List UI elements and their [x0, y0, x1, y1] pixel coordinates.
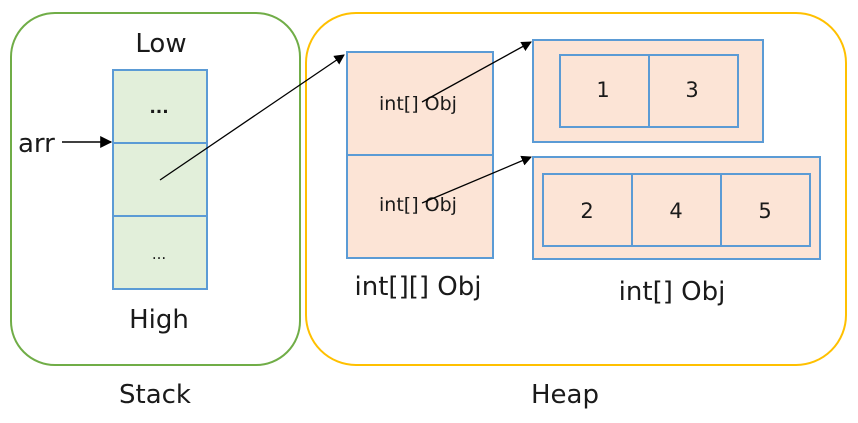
stack-slot-3-text: ...	[152, 245, 166, 263]
stack-slot-1-text: ...	[149, 98, 168, 118]
inner-array-2-value-1: 2	[580, 199, 593, 223]
stack-bottom-label: High	[129, 305, 189, 335]
inner-array-1-value-1: 1	[596, 78, 609, 102]
outer-array-cell-2	[346, 154, 494, 259]
stack-label: Stack	[119, 380, 191, 410]
reference-arrow-stack-to-heap	[159, 54, 345, 181]
heap-label: Heap	[531, 380, 599, 410]
inner-array-2-value-2: 4	[669, 199, 682, 223]
stack-region	[10, 12, 301, 366]
stack-frame: ... ...	[112, 69, 208, 290]
inner-array-1-cell-2	[648, 54, 739, 128]
outer-array-object: int[] Obj int[] Obj	[346, 51, 494, 259]
inner-array-2-cell-2	[631, 173, 722, 247]
outer-array-cell-2-text: int[] Obj	[379, 194, 457, 216]
outer-array-cell-1	[346, 51, 494, 156]
reference-arrow-cell2-to-array2	[421, 155, 532, 204]
inner-array-2-value-3: 5	[758, 199, 771, 223]
outer-array-label: int[][] Obj	[355, 272, 482, 302]
outer-array-cell-1-text: int[] Obj	[379, 93, 457, 115]
inner-array-1-value-2: 3	[685, 78, 698, 102]
stack-top-label: Low	[135, 29, 186, 59]
heap-region	[305, 12, 847, 366]
reference-arrow-cell1-to-array1	[421, 41, 532, 103]
inner-array-2-cell-3	[720, 173, 811, 247]
inner-arrays-label: int[] Obj	[619, 277, 726, 307]
stack-slot-3	[112, 215, 208, 290]
inner-array-object-1: 1 3	[532, 39, 764, 143]
arr-variable-label: arr	[18, 129, 55, 159]
inner-array-object-2: 2 4 5	[532, 156, 821, 260]
